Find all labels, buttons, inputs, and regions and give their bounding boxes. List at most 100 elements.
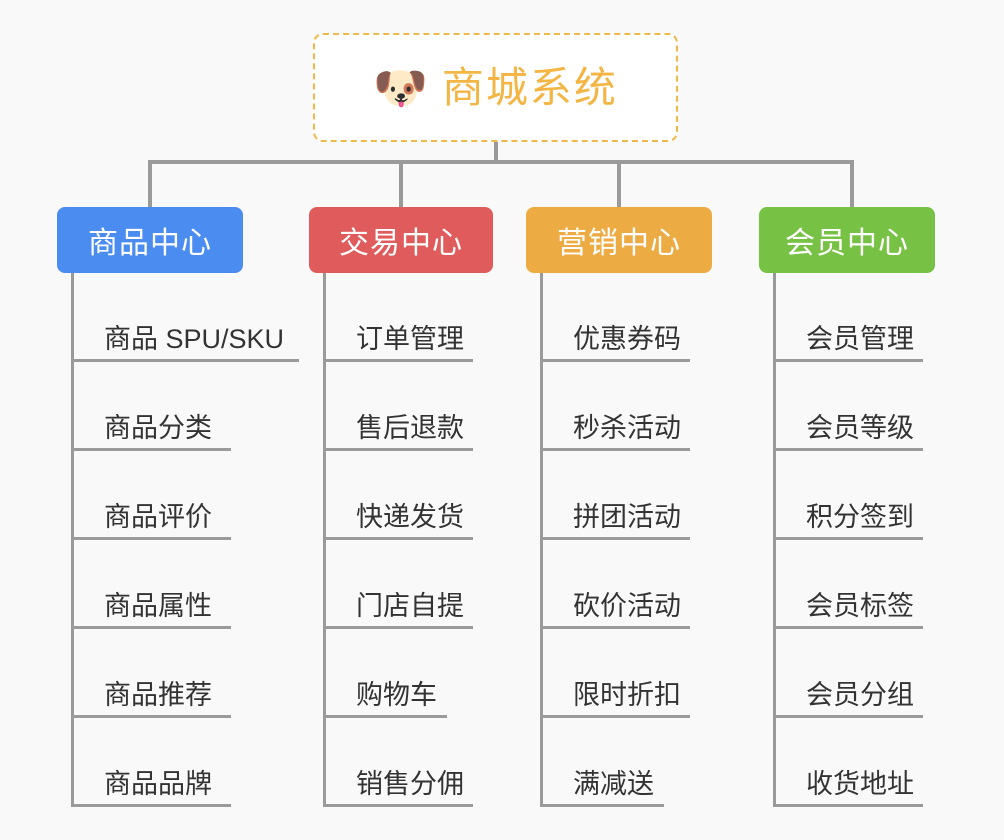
connector-drop-4 [850, 160, 854, 207]
leaf-item-label: 商品分类 [104, 413, 212, 443]
connector-root-stem [494, 142, 498, 164]
connector-horizontal-bus [148, 160, 854, 164]
leaf-item[interactable]: 快递发货 [309, 451, 493, 540]
category-header-marketing-center[interactable]: 营销中心 [526, 207, 712, 273]
leaf-item-rule [323, 626, 473, 629]
leaf-item-label: 拼团活动 [573, 502, 681, 532]
connector-drop-3 [617, 160, 621, 207]
leaf-item-label: 满减送 [573, 769, 654, 799]
category-item-list-marketing-center: 优惠券码秒杀活动拼团活动砍价活动限时折扣满减送 [526, 273, 712, 807]
leaf-item-rule [540, 448, 690, 451]
dog-face-icon: 🐶 [373, 63, 428, 113]
leaf-item-rule [540, 626, 690, 629]
category-header-label: 会员中心 [785, 227, 909, 260]
category-header-label: 商品中心 [88, 227, 212, 260]
category-header-member-center[interactable]: 会员中心 [759, 207, 935, 273]
leaf-item[interactable]: 优惠券码 [526, 273, 712, 362]
leaf-item[interactable]: 限时折扣 [526, 629, 712, 718]
root-node[interactable]: 🐶 商城系统 [313, 33, 678, 142]
leaf-item-label: 优惠券码 [573, 324, 681, 354]
category-item-list-trade-center: 订单管理售后退款快递发货门店自提购物车销售分佣 [309, 273, 493, 807]
leaf-item-rule [773, 448, 923, 451]
leaf-item-rule [323, 448, 473, 451]
leaf-item-rule [773, 626, 923, 629]
category-header-label: 交易中心 [339, 227, 463, 260]
leaf-item-rule [71, 448, 231, 451]
leaf-item[interactable]: 商品 SPU/SKU [57, 273, 299, 362]
leaf-item[interactable]: 砍价活动 [526, 540, 712, 629]
leaf-item-rule [323, 359, 473, 362]
category-item-list-member-center: 会员管理会员等级积分签到会员标签会员分组收货地址 [759, 273, 935, 807]
leaf-item-rule [540, 537, 690, 540]
leaf-item-rule [540, 715, 690, 718]
leaf-item-label: 商品评价 [104, 502, 212, 532]
leaf-item-label: 限时折扣 [573, 680, 681, 710]
category-column-marketing-center: 营销中心优惠券码秒杀活动拼团活动砍价活动限时折扣满减送 [526, 207, 712, 807]
leaf-item[interactable]: 商品评价 [57, 451, 243, 540]
leaf-item-rule [323, 804, 473, 807]
leaf-item[interactable]: 秒杀活动 [526, 362, 712, 451]
leaf-item[interactable]: 会员等级 [759, 362, 935, 451]
leaf-item-rule [71, 715, 231, 718]
leaf-item-rule [71, 626, 231, 629]
column-spine [773, 273, 776, 807]
column-spine [540, 273, 543, 807]
leaf-item[interactable]: 满减送 [526, 718, 712, 807]
leaf-item[interactable]: 商品分类 [57, 362, 243, 451]
leaf-item-label: 会员等级 [806, 413, 914, 443]
category-item-list-product-center: 商品 SPU/SKU 商品分类商品评价商品属性商品推荐商品品牌 [57, 273, 299, 807]
leaf-item-label: 商品 SPU/SKU [104, 324, 285, 354]
connector-drop-2 [399, 160, 403, 207]
leaf-item-rule [773, 804, 923, 807]
leaf-item-label: 销售分佣 [356, 769, 464, 799]
column-spine [71, 273, 74, 807]
leaf-item[interactable]: 会员标签 [759, 540, 935, 629]
leaf-item-label: 商品品牌 [104, 769, 212, 799]
leaf-item-rule [71, 359, 299, 362]
leaf-item-rule [323, 537, 473, 540]
leaf-item[interactable]: 售后退款 [309, 362, 493, 451]
leaf-item[interactable]: 积分签到 [759, 451, 935, 540]
leaf-item-rule [540, 804, 664, 807]
leaf-item-label: 商品推荐 [104, 680, 212, 710]
leaf-item[interactable]: 销售分佣 [309, 718, 493, 807]
leaf-item-rule [323, 715, 447, 718]
leaf-item[interactable]: 会员管理 [759, 273, 935, 362]
connector-drop-1 [148, 160, 152, 207]
leaf-item[interactable]: 商品推荐 [57, 629, 243, 718]
leaf-item-label: 秒杀活动 [573, 413, 681, 443]
leaf-item-label: 会员管理 [806, 324, 914, 354]
leaf-item-label: 会员分组 [806, 680, 914, 710]
leaf-item[interactable]: 商品属性 [57, 540, 243, 629]
leaf-item[interactable]: 拼团活动 [526, 451, 712, 540]
leaf-item[interactable]: 收货地址 [759, 718, 935, 807]
leaf-item[interactable]: 购物车 [309, 629, 493, 718]
leaf-item-label: 商品属性 [104, 591, 212, 621]
leaf-item-label: 收货地址 [806, 769, 914, 799]
leaf-item-rule [773, 715, 923, 718]
leaf-item[interactable]: 会员分组 [759, 629, 935, 718]
category-header-trade-center[interactable]: 交易中心 [309, 207, 493, 273]
leaf-item-label: 砍价活动 [573, 591, 681, 621]
leaf-item-label: 售后退款 [356, 413, 464, 443]
leaf-item[interactable]: 门店自提 [309, 540, 493, 629]
leaf-item-rule [71, 804, 231, 807]
leaf-item-rule [773, 359, 923, 362]
leaf-item-label: 购物车 [356, 680, 437, 710]
leaf-item[interactable]: 商品品牌 [57, 718, 243, 807]
leaf-item-label: 门店自提 [356, 591, 464, 621]
leaf-item-rule [71, 537, 231, 540]
category-header-label: 营销中心 [557, 227, 681, 260]
category-column-member-center: 会员中心会员管理会员等级积分签到会员标签会员分组收货地址 [759, 207, 935, 807]
leaf-item-label: 订单管理 [356, 324, 464, 354]
column-spine [323, 273, 326, 807]
leaf-item-rule [773, 537, 923, 540]
category-column-trade-center: 交易中心订单管理售后退款快递发货门店自提购物车销售分佣 [309, 207, 493, 807]
leaf-item[interactable]: 订单管理 [309, 273, 493, 362]
leaf-item-label: 快递发货 [356, 502, 464, 532]
leaf-item-rule [540, 359, 690, 362]
root-title: 商城系统 [441, 63, 618, 111]
leaf-item-label: 积分签到 [806, 502, 914, 532]
category-header-product-center[interactable]: 商品中心 [57, 207, 243, 273]
